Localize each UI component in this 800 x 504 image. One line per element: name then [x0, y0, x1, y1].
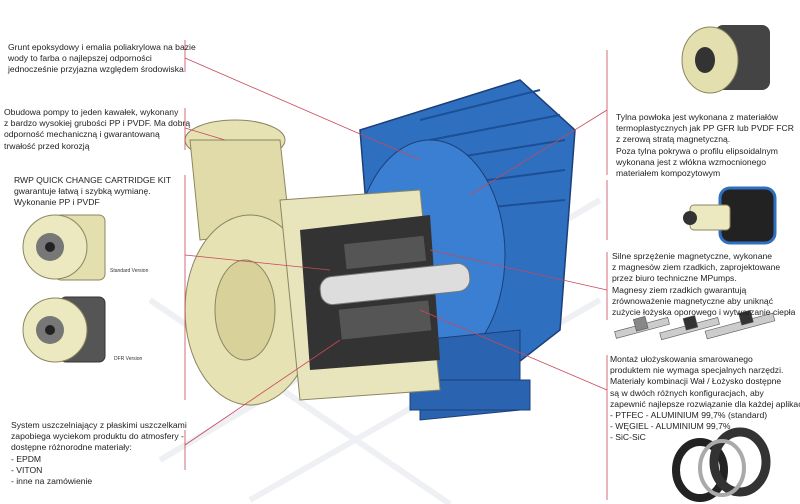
text-line: Wykonanie PP i PVDF	[14, 197, 100, 208]
shafts-image	[614, 310, 776, 341]
text-line: - WĘGIEL - ALUMINIUM 99,7%	[610, 421, 731, 432]
text-line: jednocześnie przyjazna względem środowis…	[8, 64, 184, 75]
text-line: System uszczelniający z płaskimi uszczel…	[11, 420, 187, 430]
text-line: z bardzo wysokiej grubości PP i PVDF. Ma…	[4, 118, 191, 129]
text-line: trwałość przed korozją	[4, 140, 90, 151]
bearing-rings-image	[672, 427, 771, 502]
text-line: Tylna powłoka jest wykonana z materiałów	[616, 112, 778, 122]
text-line: przez biuro techniczne MPumps.	[612, 273, 737, 284]
text-line: z zerową stratą magnetyczną.	[616, 134, 731, 145]
text-line: RWP QUICK CHANGE CARTRIDGE KIT	[14, 175, 172, 185]
text-line: zapobiega wyciekom produktu do atmosfery…	[11, 431, 184, 442]
magnetic-description: Silne sprzężenie magnetyczne, wykonane z…	[612, 251, 795, 318]
text-line: Materiały kombinacji Wał / Łożysko dostę…	[610, 376, 782, 387]
text-line: - inne na zamówienie	[11, 476, 93, 487]
text-line: - VITON	[11, 464, 43, 475]
text-line: - SiC-SiC	[610, 432, 646, 443]
text-line: Magnesy ziem rzadkich gwarantują	[612, 284, 747, 295]
pump-housing	[184, 119, 471, 406]
text-line: dostępne różnorodne materiały:	[11, 442, 132, 453]
bearing-description: Montaż ułożyskowania smarowanego produkt…	[610, 354, 800, 444]
text-line: gwarantuje łatwą i szybką wymianę.	[14, 186, 151, 197]
text-line: zapewnić najlepsze rozwiązanie dla każde…	[610, 398, 800, 409]
text-line: Obudowa pompy to jeden kawałek, wykonany	[4, 107, 179, 117]
text-line: materiałem kompozytowym	[616, 168, 721, 179]
magnet-image	[683, 186, 777, 245]
text-line: odporność mechaniczną i gwarantowaną	[4, 129, 160, 140]
text-line: - EPDM	[11, 453, 42, 464]
sealing-description: System uszczelniający z płaskimi uszczel…	[11, 420, 187, 487]
text-line: wody to farba o najlepszej odporności	[8, 53, 152, 64]
text-line: wykonana jest z włókna wzmocnionego	[616, 156, 766, 167]
leader-lines	[184, 40, 608, 500]
text-line: z magnesów ziem rzadkich, zaprojektowane	[612, 262, 781, 273]
back-shell-description: Tylna powłoka jest wykonana z materiałów…	[616, 112, 794, 179]
text-line: Poza tylna pokrywa o profilu elipsoidaln…	[616, 145, 778, 156]
text-line: Silne sprzężenie magnetyczne, wykonane	[612, 251, 773, 261]
cartridge-description: RWP QUICK CHANGE CARTRIDGE KIT gwarantuj…	[14, 175, 171, 209]
text-line: zużycie łożyska oporowego i wytwarzanie …	[612, 307, 796, 318]
standard-version-label: Standard Version	[110, 268, 149, 274]
cartridge-standard-image	[22, 214, 106, 281]
text-line: - PTFEC - ALUMINIUM 99,7% (standard)	[610, 410, 768, 421]
back-shell-image	[681, 25, 770, 94]
text-line: termoplastycznych jak PP GFR lub PVDF FC…	[616, 123, 794, 134]
text-line: są w dwóch różnych konfiguracjach, aby	[610, 387, 764, 398]
housing-description: Obudowa pompy to jeden kawałek, wykonany…	[4, 107, 190, 152]
text-line: Montaż ułożyskowania smarowanego	[610, 354, 753, 364]
dfr-version-label: DFR Version	[114, 356, 143, 362]
coating-description: Grunt epoksydowy i emalia poliakrylowa n…	[8, 42, 196, 76]
cartridge-dfr-image	[22, 296, 106, 363]
text-line: Grunt epoksydowy i emalia poliakrylowa n…	[8, 42, 196, 52]
text-line: produktem nie wymaga specjalnych narzędz…	[610, 365, 784, 376]
text-line: zrównoważenie magnetyczne aby uniknąć	[612, 295, 773, 306]
